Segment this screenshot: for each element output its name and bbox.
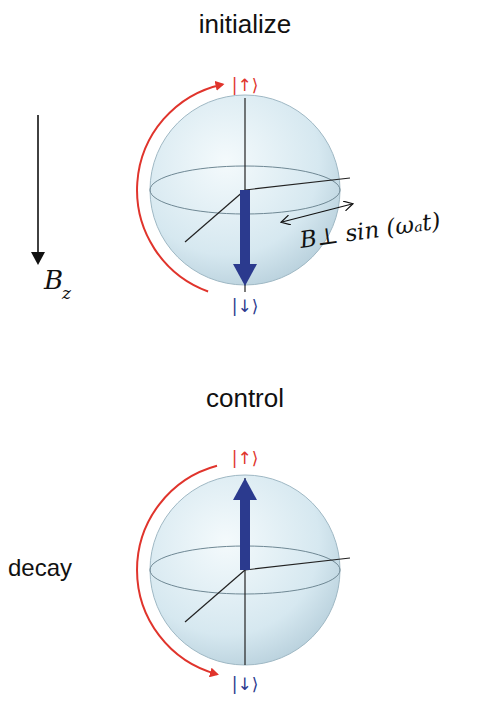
step-title: control	[206, 384, 284, 413]
ket-label: |↓⟩	[232, 297, 259, 316]
ket-label: |↑⟩	[232, 449, 259, 468]
field-subscript: z	[62, 284, 71, 303]
bloch-sphere	[150, 475, 350, 665]
spin-vector	[240, 496, 250, 570]
bloch-sphere	[150, 95, 350, 292]
ket-label: |↓⟩	[232, 675, 259, 694]
field-arrow	[37, 115, 39, 262]
ket-label: |↑⟩	[232, 76, 259, 95]
drive-arrow	[282, 204, 352, 222]
decay-arc	[137, 466, 217, 675]
spin-vector	[240, 190, 250, 268]
process-label: decay	[8, 555, 72, 581]
field-symbol: B	[44, 266, 63, 295]
step-title: initialize	[199, 10, 292, 39]
rotation-arc	[137, 84, 222, 291]
